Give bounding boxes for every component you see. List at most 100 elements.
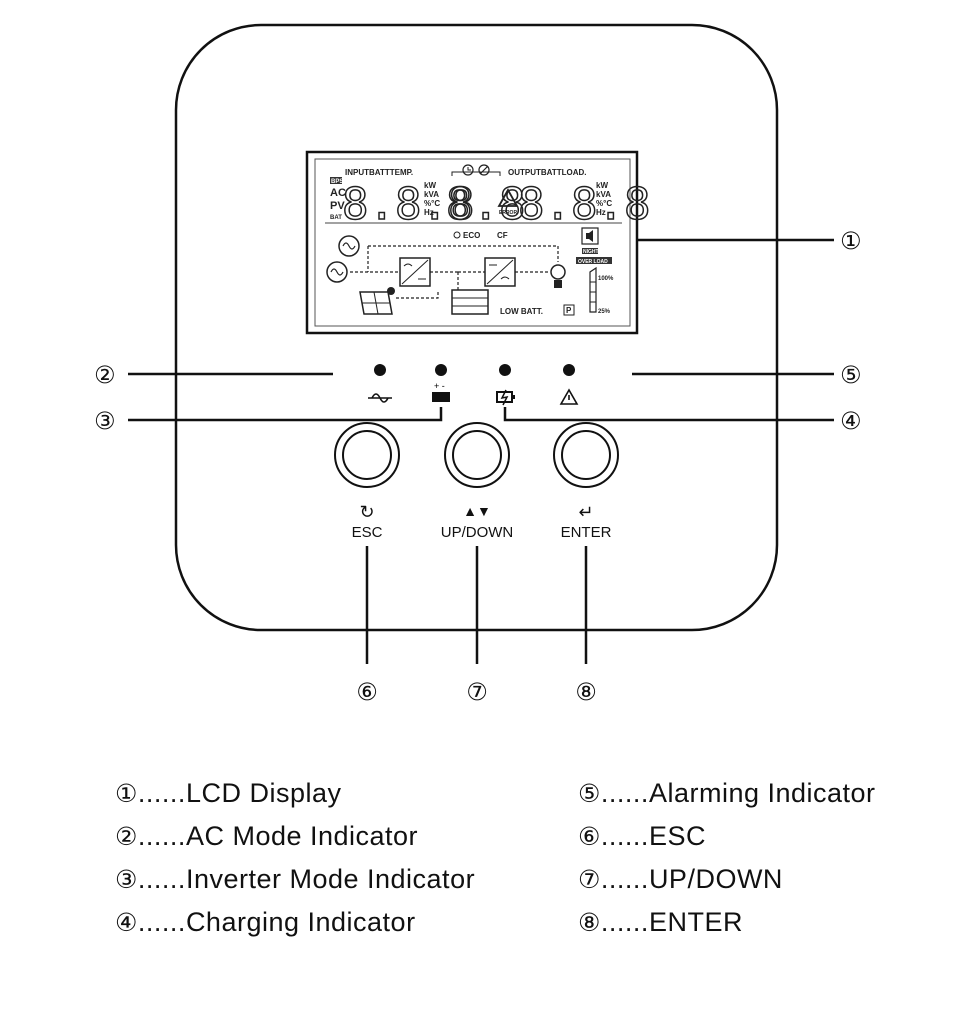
pv-sun-icon: [387, 287, 395, 295]
lcd-cf-label: CF: [497, 231, 508, 240]
lcd-frame: [305, 150, 639, 335]
lcd-unit-kva-right: kVA: [596, 190, 611, 199]
mute-icon: [581, 227, 599, 245]
callout-7: ⑦: [466, 678, 488, 706]
lcd-digits-left: 8.8.8: [342, 179, 474, 230]
callout-8: ⑧: [575, 678, 597, 706]
callout-1: ①: [840, 227, 862, 255]
esc-button-inner[interactable]: [342, 430, 392, 480]
clock-hands: [467, 167, 471, 171]
enter-label: ENTER: [561, 524, 612, 541]
esc-label: ESC: [352, 524, 383, 541]
ac-mode-led: [374, 364, 386, 376]
lcd-unit-hz-left: Hz: [424, 208, 434, 217]
over-load-box: [576, 257, 612, 264]
legend-right: ⑤......Alarming Indicator ⑥......ESC ⑦..…: [578, 772, 876, 944]
updown-button-inner[interactable]: [452, 430, 502, 480]
leader-4: [503, 407, 834, 422]
lcd-100-label: 100%: [598, 276, 614, 282]
enter-symbol-icon: ↵: [578, 502, 593, 522]
generator-wave: [330, 268, 344, 276]
pv-panel-icon: [359, 291, 393, 315]
enter-button-inner[interactable]: [561, 430, 611, 480]
rectifier-wave: [403, 263, 413, 267]
updown-label: UP/DOWN: [441, 524, 514, 541]
wrench-icon: [478, 164, 490, 176]
inverter-diagonal: [486, 259, 514, 285]
inverter-mode-led: [435, 364, 447, 376]
callout-6: ⑥: [356, 678, 378, 706]
lcd-over-load-label: OVER LOAD: [578, 259, 608, 265]
battery-polarity: + -: [434, 381, 445, 391]
legend-left: ①......LCD Display ②......AC Mode Indica…: [115, 772, 475, 944]
legend-item-lcd-display: ①......LCD Display: [115, 778, 342, 808]
alarm-led: [563, 364, 575, 376]
lcd-unit-kw-right: kW: [596, 181, 608, 190]
lcd-unit-pct-left: %°C: [424, 199, 440, 208]
legend-item-charging: ④......Charging Indicator: [115, 907, 416, 937]
generator-icon: [326, 261, 348, 283]
button-row: ↻ ESC ▲▼ UP/DOWN ↵ ENTER: [334, 422, 619, 541]
warning-triangle-icon: [559, 388, 579, 405]
panel-drawing: INPUTBATTTEMP. OUTPUTBATTLOAD. BPS AC PV…: [94, 23, 862, 706]
speaker-glyph: [586, 230, 593, 242]
night-label-box: [582, 248, 598, 254]
charging-battery-tip: [512, 395, 515, 399]
charging-led: [499, 364, 511, 376]
bps-label-box: [330, 177, 342, 184]
lcd-top-bracket: [451, 171, 501, 176]
enter-button[interactable]: [553, 422, 619, 488]
lcd-unit-pct-right: %°C: [596, 199, 612, 208]
battery-pack-icon: [451, 289, 489, 315]
lcd-pv-label: PV: [330, 200, 345, 212]
lcd-error-label: ERROR: [499, 210, 517, 216]
lcd-warning-icon: [497, 188, 519, 207]
sine-wave-icon: [368, 393, 392, 403]
lcd-output-label: OUTPUTBATTLOAD.: [508, 168, 587, 177]
lcd-bat-label: BAT: [330, 215, 342, 221]
lcd-unit-kw-left: kW: [424, 181, 436, 190]
wrench-slash: [479, 165, 489, 175]
esc-button[interactable]: [334, 422, 400, 488]
load-bar-icon: [589, 266, 597, 313]
lcd-digits-mid: 8.8: [446, 179, 525, 230]
lcd-ac-label: AC: [330, 187, 346, 199]
charging-bolt: [500, 389, 509, 406]
lcd-unit-kva-left: kVA: [424, 190, 439, 199]
load-bulb-icon: [550, 264, 566, 280]
lcd-bps-label: BPS: [331, 179, 343, 185]
lcd-night-label: NIGHT: [583, 249, 599, 255]
lcd-unit-hz-right: Hz: [596, 208, 606, 217]
inverter-wave: [500, 276, 510, 280]
callout-2: ②: [94, 361, 116, 389]
legend-item-updown: ⑦......UP/DOWN: [578, 864, 783, 894]
pv-flow-line: [396, 290, 439, 299]
battery-icon: [432, 392, 450, 402]
legend-item-inverter-mode: ③......Inverter Mode Indicator: [115, 864, 476, 894]
rectifier-diagonal: [401, 259, 429, 285]
p-box: [563, 304, 575, 316]
grid-icon: [338, 235, 360, 257]
bypass-flow-line: [368, 245, 559, 262]
callout-4: ④: [840, 407, 862, 435]
lcd-inner-frame: [314, 158, 631, 327]
load-bulb-base: [554, 280, 562, 288]
lcd-low-batt-label: LOW BATT.: [500, 307, 543, 316]
lcd-input-label: INPUTBATTTEMP.: [345, 168, 413, 177]
legend-item-enter: ⑧......ENTER: [578, 907, 743, 937]
lcd-eco-label: ECO: [463, 231, 480, 240]
updown-symbol-icon: ▲▼: [463, 503, 491, 519]
lcd-digits-right: 8.8.8: [518, 179, 650, 230]
lcd-display: INPUTBATTTEMP. OUTPUTBATTLOAD. BPS AC PV…: [305, 150, 651, 335]
lcd-p-label: P: [566, 306, 572, 315]
clock-icon: [462, 164, 474, 176]
callout-5: ⑤: [840, 361, 862, 389]
grid-wave: [342, 242, 356, 250]
legend-item-ac-mode: ②......AC Mode Indicator: [115, 821, 419, 851]
updown-button[interactable]: [444, 422, 510, 488]
eco-leaf-icon: [453, 231, 461, 239]
esc-symbol-icon: ↻: [359, 502, 374, 522]
leader-3: [128, 407, 443, 422]
indicator-row: + -: [368, 364, 579, 406]
